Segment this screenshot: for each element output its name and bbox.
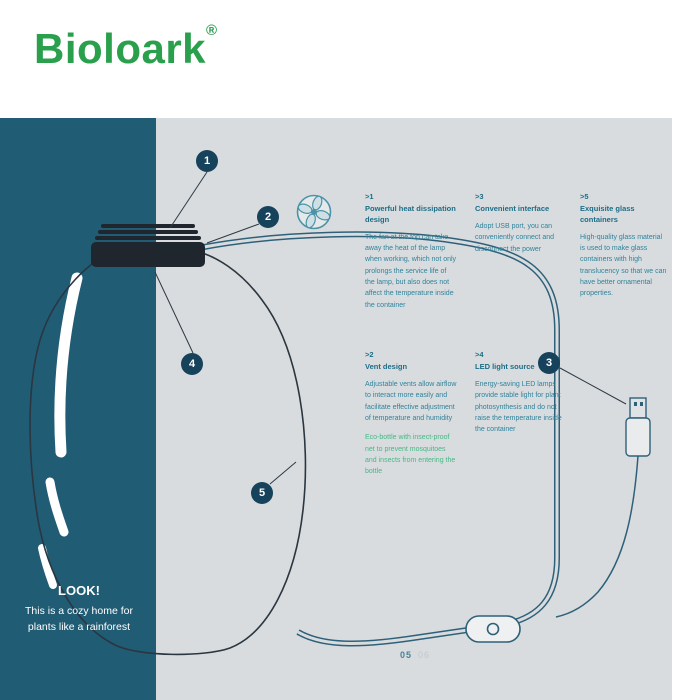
feature-convenient-interface: >3 Convenient interface Adopt USB port, …: [475, 192, 563, 255]
page-number-current: 05: [400, 650, 413, 660]
caption-line-2: plants like a rainforest: [27, 620, 131, 633]
lamp-cap: [91, 242, 205, 267]
leader-lines: [154, 171, 627, 485]
page-indicator: 05 06: [400, 650, 430, 660]
callout-number: 4: [188, 358, 196, 370]
feature-title: Exquisite glass containers: [580, 204, 635, 224]
feature-led-light: >4 LED light source Energy-saving LED la…: [475, 350, 563, 436]
feature-title: Vent design: [365, 362, 408, 371]
feature-body: Energy-saving LED lamps provide stable l…: [475, 380, 562, 434]
caption-line-1: This is a cozy home for: [25, 605, 133, 617]
teal-side-panel: [0, 118, 156, 700]
callout-5: 5: [251, 482, 273, 504]
leader-line-4: [154, 271, 194, 354]
heatsink-fin: [98, 230, 198, 234]
led-strip-short-1: [45, 477, 69, 537]
feature-index: >1: [365, 192, 374, 201]
feature-body: Adjustable vents allow airflow to intera…: [365, 380, 457, 422]
callout-number: 3: [545, 357, 553, 369]
callout-number: 2: [264, 211, 272, 223]
usb-plug-icon: [555, 397, 651, 618]
callout-3: 3: [538, 352, 560, 374]
callout-number: 5: [258, 487, 266, 499]
feature-title: LED light source: [475, 362, 535, 371]
inline-switch: [465, 615, 521, 643]
callout-1: 1: [196, 150, 218, 172]
feature-eco-note: Eco-bottle with insect-proof net to prev…: [365, 434, 456, 476]
power-tube-inner: [203, 232, 559, 645]
feature-heat-dissipation: >1 Powerful heat dissipation design The …: [365, 192, 457, 311]
bottle-outline: [29, 250, 307, 656]
callout-4: 4: [181, 353, 203, 375]
feature-index: >5: [580, 192, 589, 201]
brand-name: Bioloark: [34, 25, 207, 72]
feature-body: Adopt USB port, you can conveniently con…: [475, 222, 554, 253]
caption-block: LOOK! This is a cozy home for plants lik…: [0, 583, 158, 636]
usb-cable: [555, 455, 639, 618]
caption-headline: LOOK!: [58, 583, 100, 598]
callout-number: 1: [203, 155, 211, 167]
feature-body: The fan at the top can take away the hea…: [365, 233, 457, 309]
led-strip-long: [54, 272, 83, 458]
brand-logo: Bioloark®: [34, 22, 218, 73]
feature-vent-design: >2 Vent design Adjustable vents allow ai…: [365, 350, 457, 478]
heatsink-lid: [91, 224, 205, 267]
feature-index: >3: [475, 192, 484, 201]
feature-glass-containers: >5 Exquisite glass containers High-quali…: [580, 192, 668, 300]
leader-line-5: [269, 461, 297, 485]
leader-line-1: [169, 171, 208, 229]
feature-body: High-quality glass material is used to m…: [580, 233, 667, 298]
page-number-next: 06: [418, 650, 431, 660]
heatsink-fin: [95, 236, 201, 240]
feature-index: >4: [475, 350, 484, 359]
registered-mark: ®: [206, 22, 218, 39]
feature-title: Convenient interface: [475, 204, 550, 213]
heatsink-fin: [101, 224, 195, 228]
callout-2: 2: [257, 206, 279, 228]
leader-line-3: [559, 367, 627, 405]
feature-title: Powerful heat dissipation design: [365, 204, 456, 224]
led-strip-short-2: [38, 544, 57, 589]
fan-icon: [296, 194, 332, 230]
leader-line-2: [206, 223, 260, 244]
feature-index: >2: [365, 350, 374, 359]
